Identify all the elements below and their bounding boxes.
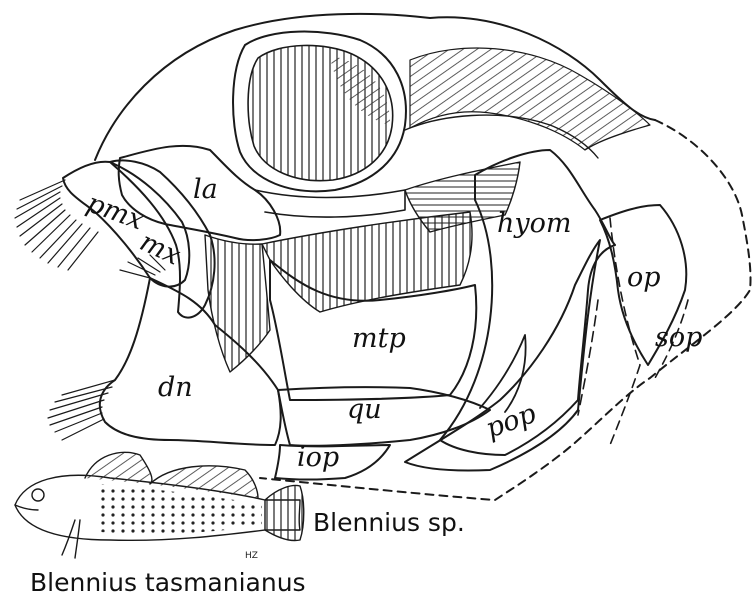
cranium-hatching [410,48,650,150]
label-pmx: pmx [83,187,148,236]
label-op: op [627,262,661,293]
label-pop: pop [482,398,540,445]
label-la: la [193,174,218,205]
caption-skull: Blennius sp. [313,508,465,537]
fish-mouth [15,505,38,510]
label-qu: qu [347,394,382,425]
label-hyom: hyom [497,208,572,239]
label-iop: iop [297,442,339,473]
label-mtp: mtp [352,323,406,354]
dentary-teeth [48,255,165,440]
palatine-hatching [205,235,270,372]
artist-initials: HZ [245,551,258,561]
caption-fish: Blennius tasmanianus [30,568,306,597]
fish-eye [32,489,44,501]
suborbital-bar [255,190,405,217]
label-mx: mx [135,226,185,271]
fish-illustration: HZ [15,452,304,561]
label-sop: sop [655,322,702,353]
label-dn: dn [158,372,193,403]
premaxilla-teeth [15,180,98,270]
opercle-dashed-edge [610,218,640,445]
preopercle-spine [480,335,526,412]
fish-tail-fin [265,486,304,541]
fish-pectoral-fin [62,520,80,558]
